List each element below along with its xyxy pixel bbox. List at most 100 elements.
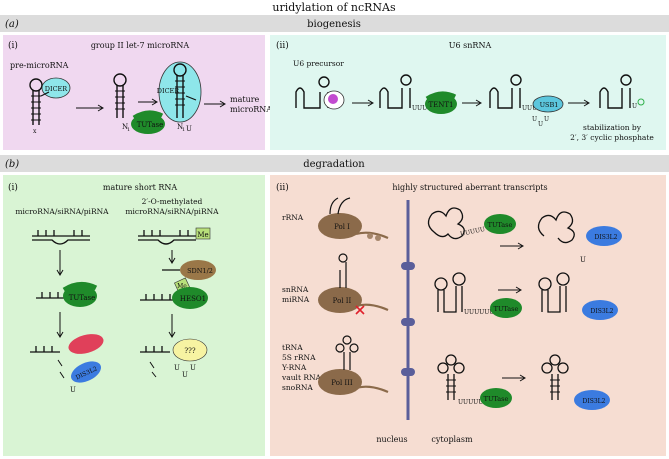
panel-a-i	[3, 35, 265, 150]
u-b1: U	[70, 386, 76, 394]
u-b4: U	[190, 364, 196, 372]
tutase-ii-2-label: TUTase	[494, 305, 519, 313]
n1-right: N	[177, 123, 183, 131]
unknown-protein	[172, 338, 208, 362]
trna-structure-1	[437, 354, 465, 400]
cleaved-hairpin	[113, 73, 127, 118]
usb1-protein	[532, 95, 564, 113]
duplex-left-2	[36, 292, 72, 299]
mirna-left-title: microRNA/siRNA/piRNA	[15, 207, 109, 216]
arrow-b-i-right-1	[168, 250, 176, 264]
me-label-1: Me	[197, 231, 208, 239]
pol3-label: Pol III	[331, 379, 353, 387]
panel-b-ii-title: highly structured aberrant transcripts	[392, 183, 547, 192]
degradation-header-bar	[0, 155, 669, 172]
panel-b-ii-roman: (ii)	[276, 182, 289, 193]
sdn-label: SDN1/2	[187, 267, 213, 275]
aberrant-rrna-1	[427, 207, 465, 240]
arrow-b-i-left-1	[56, 250, 64, 276]
arrow-a-ii-2	[462, 99, 482, 107]
me-box-1	[195, 227, 211, 240]
panel-a-i-title: group II let-7 microRNA	[91, 41, 190, 50]
u-ii-1: U	[580, 256, 586, 264]
trna-label-1: 5S rRNA	[282, 353, 316, 362]
tutase-text-a: TUTase	[137, 121, 164, 129]
tutase-ii-1	[484, 214, 516, 234]
section-b-letter: (b)	[5, 159, 19, 170]
tent1-protein	[425, 94, 457, 114]
dis3l2-ii-1-label: DIS3L2	[595, 234, 618, 241]
pre-microrna-hairpin	[29, 78, 43, 125]
u-b3: U	[182, 371, 188, 379]
arrow-b-ii-2	[498, 286, 522, 294]
tutase-ii-3	[480, 388, 512, 408]
n1-left-sub: 1	[127, 127, 130, 133]
uuuuu-2: UUUUUU	[464, 309, 494, 316]
arrow-a-ii-3	[568, 99, 590, 107]
u6-rna-2	[379, 74, 412, 109]
u6-u-b: U	[538, 121, 543, 128]
pol3-trna	[335, 335, 359, 370]
u6-rna-stabilized	[599, 74, 632, 109]
arrow-b-i-right-2	[168, 314, 176, 338]
snrna-label: snRNA	[282, 285, 309, 294]
pol2-protein	[318, 287, 362, 313]
pol2-label: Pol II	[333, 297, 352, 305]
dis3l2-ii-3	[574, 390, 610, 410]
stabilization-line2: 2′, 3′ cyclic phosphate	[570, 133, 654, 142]
panel-a-ii-roman: (ii)	[276, 40, 289, 51]
unknown-label: ???	[184, 347, 196, 355]
trna-label-4: snoRNA	[282, 383, 313, 392]
dicer-right-label: DICER	[157, 87, 180, 95]
dis3l2-ii-1	[586, 226, 622, 246]
u6-u-d: U	[632, 103, 637, 110]
degradation-header: degradation	[303, 159, 365, 170]
pol3-protein	[318, 369, 362, 395]
pre-microrna-label: pre-microRNA	[10, 61, 69, 70]
uuuu-1: UUUU	[412, 105, 432, 112]
u-added-a: U	[186, 125, 192, 133]
u6-u-c: U	[544, 116, 549, 123]
dis3l2-protein-b	[71, 361, 101, 383]
u6-u-a: U	[532, 116, 537, 123]
section-a-letter: (a)	[5, 19, 19, 30]
mirna-right-title-1: 2′-O-methylated	[142, 197, 203, 206]
n1-right-sub: 1	[182, 127, 185, 133]
snrna-structure-1	[434, 272, 466, 313]
aberrant-rrna-2	[537, 211, 575, 244]
duplex-right-3	[140, 346, 170, 353]
duplex-left	[32, 230, 90, 245]
mirna-label: miRNA	[282, 295, 310, 304]
trna-label-3: vault RNA	[281, 373, 322, 382]
pol1-protein	[318, 213, 362, 239]
biogenesis-header-bar	[0, 15, 669, 32]
mature-label: mature	[230, 95, 260, 104]
dicer-left-label: DICER	[45, 85, 68, 93]
tutase-ii-1-label: TUTase	[488, 221, 513, 229]
panel-b-i-title: mature short RNA	[103, 183, 178, 192]
figure-title: uridylation of ncRNAs	[272, 1, 396, 14]
panel-a-i-roman: (i)	[8, 40, 18, 51]
duplex-right	[138, 230, 196, 245]
panel-b-i-roman: (i)	[8, 182, 18, 193]
n1-left: N	[122, 123, 128, 131]
dicer-right-protein	[158, 61, 202, 123]
tent1-label: TENT1	[428, 101, 453, 109]
dicer-hairpin	[173, 63, 187, 118]
microrna-label: microRNA	[230, 105, 272, 114]
trna-label-2: Y-RNA	[281, 363, 307, 372]
dicer-left-protein	[41, 77, 71, 99]
u6-rna-3	[489, 74, 522, 109]
tutase-ii-3-label: TUTase	[484, 395, 509, 403]
tutase-ii-2	[490, 298, 522, 318]
heso1-label: HESO1	[180, 295, 206, 303]
panel-b-i	[3, 175, 265, 456]
uuuuu-3: UUUUU	[458, 399, 483, 406]
arrow-a-i-1	[76, 104, 104, 112]
rrna-label: rRNA	[282, 213, 304, 222]
dis3l2-ii-2-label: DIS3L2	[591, 308, 614, 315]
arrow-b-ii-1	[500, 242, 524, 250]
arrow-a-i-2	[138, 98, 158, 106]
usb1-label: USB1	[540, 101, 559, 109]
